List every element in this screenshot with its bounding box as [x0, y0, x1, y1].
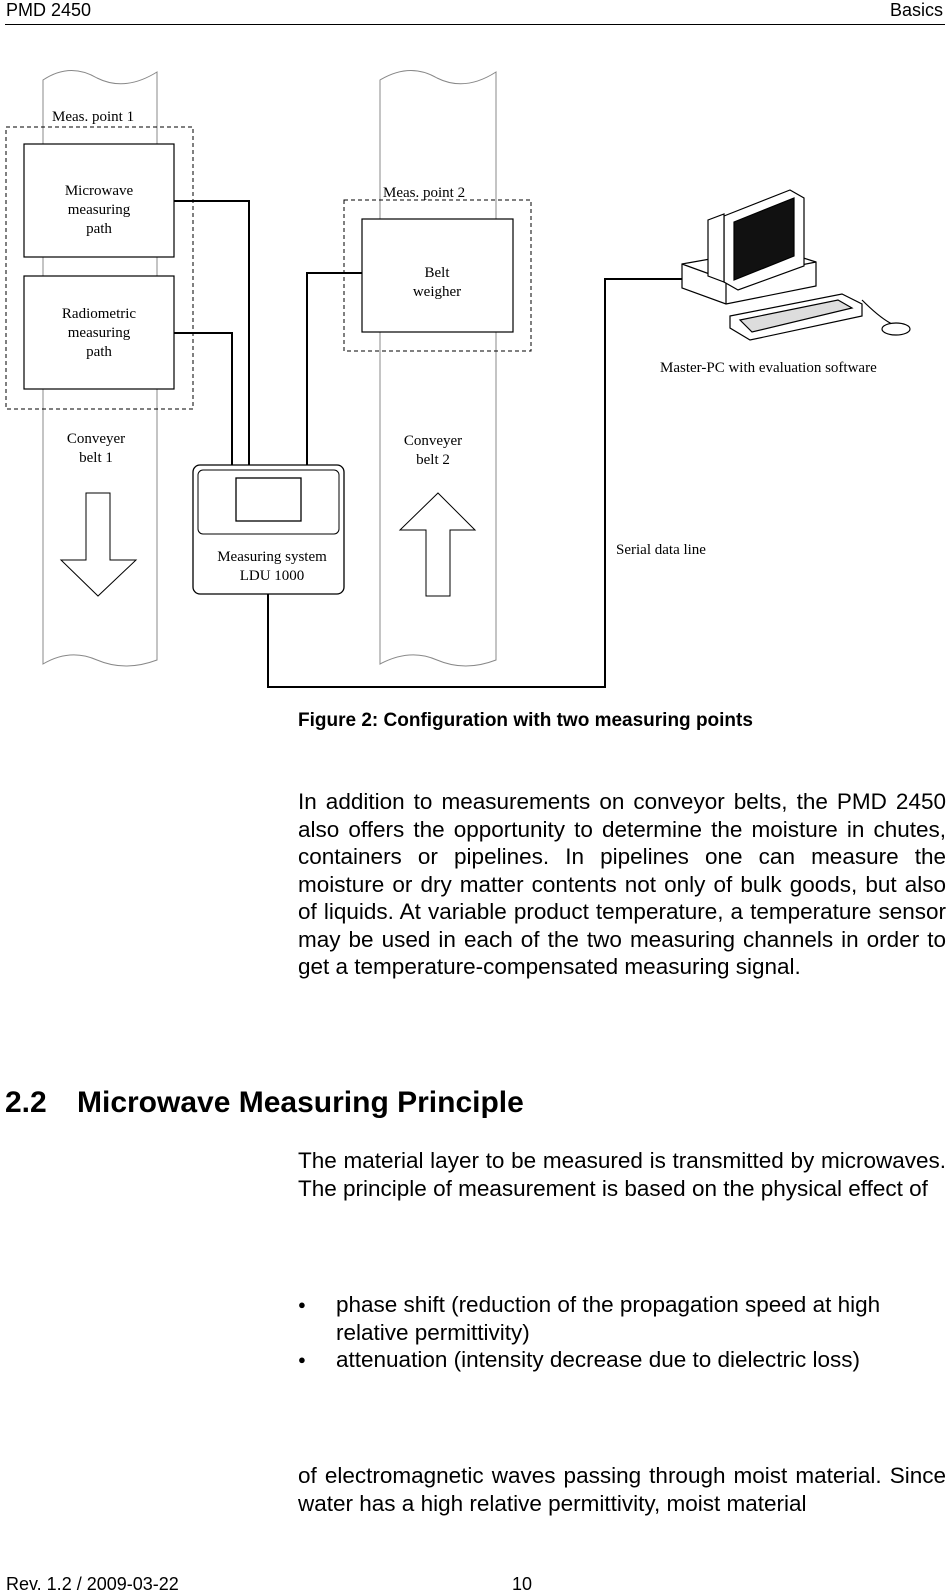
- paragraph-continuation: of electromagnetic waves passing through…: [298, 1463, 946, 1516]
- serial-data-line-label: Serial data line: [616, 542, 706, 558]
- header-section-name: Basics: [889, 0, 943, 20]
- microwave-path-label-2: measuring: [68, 202, 131, 218]
- master-pc-icon: [681, 189, 911, 341]
- microwave-connection-line: [174, 200, 250, 465]
- meas-point-2-region: [343, 199, 532, 352]
- ldu-1000-label-2: LDU 1000: [240, 568, 305, 584]
- radiometric-path-box: [23, 275, 175, 390]
- paragraph-principle: The material layer to be measured is tra…: [298, 1148, 946, 1201]
- radiometric-path-label-2: measuring: [68, 325, 131, 341]
- paragraph-applications: In addition to measurements on conveyor …: [298, 789, 946, 979]
- footer-revision: Rev. 1.2 / 2009-03-22: [6, 1574, 179, 1594]
- footer-page-number: 10: [512, 1574, 533, 1594]
- ldu-1000-display: [235, 477, 302, 522]
- conveyer-belt-2-label-2: belt 2: [416, 452, 450, 468]
- belt-weigher-label-2: weigher: [413, 284, 461, 300]
- list-item: attenuation (intensity decrease due to d…: [298, 1346, 946, 1374]
- section-number: 2.2: [5, 1086, 47, 1119]
- microwave-path-box: [23, 143, 175, 258]
- belt-weigher-label-1: Belt: [425, 265, 451, 281]
- master-pc-label: Master-PC with evaluation software: [660, 360, 877, 376]
- microwave-path-label-3: path: [86, 221, 112, 237]
- meas-point-1-region: [5, 126, 194, 410]
- ldu-1000-label-1: Measuring system: [217, 549, 327, 565]
- serial-data-line: [267, 278, 690, 688]
- list-item: phase shift (reduction of the propagatio…: [298, 1291, 946, 1346]
- meas-point-1-label: Meas. point 1: [52, 109, 134, 125]
- microwave-path-label-1: Microwave: [65, 183, 134, 199]
- radiometric-connection-line: [174, 332, 233, 465]
- belt-1-down-arrow: [59, 492, 138, 597]
- conveyer-belt-1-label-2: belt 1: [79, 450, 113, 466]
- belt-2-up-arrow: [398, 492, 477, 597]
- figure-caption: Figure 2: Configuration with two measuri…: [298, 710, 753, 731]
- configuration-diagram: Meas. point 1 Microwave measuring path R…: [5, 70, 911, 688]
- conveyer-belt-2-label-1: Conveyer: [404, 433, 462, 449]
- conveyer-belt-1-label-1: Conveyer: [67, 431, 125, 447]
- meas-point-2-label: Meas. point 2: [383, 185, 465, 201]
- belt-weigher-connection-line: [306, 272, 362, 465]
- header-doc-title: PMD 2450: [6, 0, 92, 20]
- header-rule: [5, 24, 945, 25]
- effects-list: phase shift (reduction of the propagatio…: [298, 1291, 946, 1374]
- belt-weigher-box: [361, 218, 514, 333]
- radiometric-path-label-3: path: [86, 344, 112, 360]
- radiometric-path-label-1: Radiometric: [62, 306, 136, 322]
- section-title: Microwave Measuring Principle: [77, 1086, 524, 1119]
